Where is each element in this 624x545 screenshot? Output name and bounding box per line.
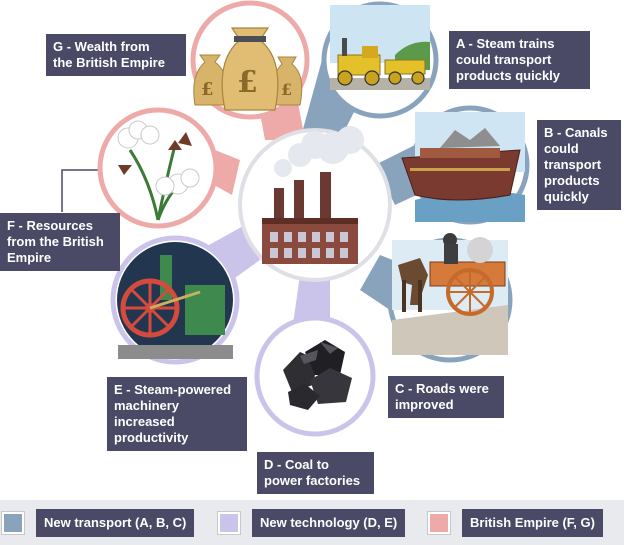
- horse-cart-icon: [392, 233, 508, 355]
- svg-text:£: £: [237, 65, 258, 100]
- legend-label-empire: British Empire (F, G): [462, 509, 603, 537]
- steam-engine-icon: [117, 242, 233, 359]
- label-e-text: E - Steam-powered machinery increased pr…: [114, 382, 232, 445]
- label-d-text: D - Coal to power factories: [264, 457, 361, 488]
- circle-d: [254, 315, 376, 437]
- legend-swatch-transport: [2, 512, 24, 534]
- f-pointer-line: [61, 169, 104, 212]
- label-d: D - Coal to power factories: [257, 452, 374, 494]
- cotton-icon: [117, 120, 200, 221]
- circle-b: [401, 105, 530, 225]
- factory-icon: [262, 126, 364, 264]
- label-f-text: F - Resources from the British Empire: [7, 218, 104, 265]
- label-a-text: A - Steam trains could transport product…: [456, 36, 561, 83]
- label-g-text: G - Wealth from the British Empire: [53, 39, 165, 70]
- steam-train-icon: [330, 5, 430, 90]
- label-b: B - Canals could transport products quic…: [537, 120, 621, 210]
- money-bags-icon: £ £ £: [193, 27, 303, 111]
- legend-label-transport: New transport (A, B, C): [36, 509, 195, 537]
- circle-a: [321, 1, 439, 119]
- circle-g: £ £ £: [190, 0, 310, 120]
- legend-swatch-technology: [218, 512, 240, 534]
- coal-icon: [283, 340, 352, 410]
- label-b-text: B - Canals could transport products quic…: [544, 125, 608, 204]
- label-f: F - Resources from the British Empire: [0, 213, 120, 271]
- center-circle: [238, 126, 392, 282]
- circle-f: [97, 107, 219, 229]
- label-a: A - Steam trains could transport product…: [449, 31, 590, 89]
- label-g: G - Wealth from the British Empire: [46, 34, 186, 76]
- circle-c: [387, 233, 513, 363]
- legend-swatch-empire: [428, 512, 450, 534]
- legend: New transport (A, B, C) New technology (…: [0, 500, 624, 545]
- canal-boat-icon: [401, 112, 525, 222]
- svg-text:£: £: [201, 79, 214, 100]
- label-c-text: C - Roads were improved: [395, 381, 489, 412]
- label-e: E - Steam-powered machinery increased pr…: [107, 377, 247, 451]
- circle-e: [110, 235, 240, 365]
- legend-label-technology: New technology (D, E): [252, 509, 406, 537]
- svg-text:£: £: [281, 80, 292, 99]
- label-c: C - Roads were improved: [388, 376, 504, 418]
